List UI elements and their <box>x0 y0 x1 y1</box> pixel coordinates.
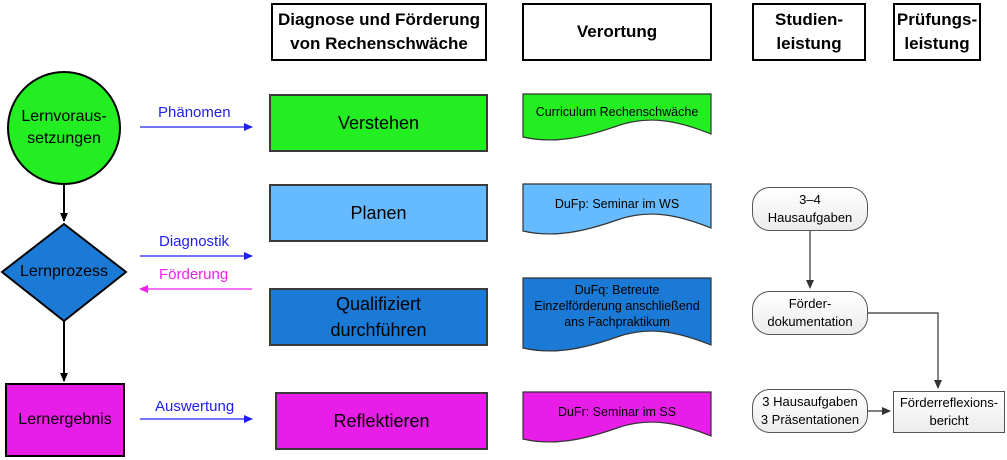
step-planen: Planen <box>269 184 488 242</box>
header-diagnose-line1: Diagnose und Förderung <box>277 10 481 29</box>
header-diagnose-line2: von Rechenschwäche <box>290 34 468 53</box>
lernvoraussetzungen-label: Lernvoraus- setzungen <box>8 96 120 160</box>
studien-foerderdokumentation: Förder- dokumentation <box>752 291 868 335</box>
doc-dufq-line2: Einzelförderung anschließend <box>534 299 700 313</box>
header-studien-line1: Studien- <box>775 10 843 29</box>
studien-hausaufgaben: 3–4 Hausaufgaben <box>752 187 868 231</box>
doc-dufq-line1: DuFq: Betreute <box>574 283 660 297</box>
step-verstehen-label: Verstehen <box>337 113 420 133</box>
step-qualifiziert-line1: Qualifiziert <box>335 294 421 314</box>
doku-line2: dokumentation <box>767 314 853 329</box>
hausaufgaben-line2: Hausaufgaben <box>767 210 853 225</box>
doc-curriculum-label: Curriculum Rechenschwäche <box>535 105 699 119</box>
step-planen-label: Planen <box>350 203 407 223</box>
hausaufgaben-line1: 3–4 <box>799 192 821 207</box>
step-reflektieren: Reflektieren <box>275 392 488 450</box>
header-studien-line2: leistung <box>776 34 842 53</box>
circle-line2: setzungen <box>27 130 101 147</box>
step-qualifiziert-line2: durchführen <box>330 320 427 340</box>
lernergebnis-label: Lernergebnis <box>18 411 112 428</box>
header-pruefungsleistung: Prüfungs- leistung <box>893 3 981 61</box>
connector-doku-bericht <box>868 312 942 389</box>
auswertung-label: Auswertung <box>155 398 235 415</box>
header-verortung: Verortung <box>522 3 712 61</box>
step-verstehen: Verstehen <box>269 94 488 152</box>
doc-dufr-label: DuFr: Seminar im SS <box>557 405 677 419</box>
studien-hausaufgaben-praesentationen: 3 Hausaufgaben 3 Präsentationen <box>752 389 868 433</box>
doku-line1: Förder- <box>788 296 832 311</box>
header-diagnose: Diagnose und Förderung von Rechenschwäch… <box>271 3 487 61</box>
doc-dufq-line3: ans Fachpraktikum <box>564 315 670 329</box>
bericht-line1: Förderreflexions- <box>899 395 999 410</box>
hp-line1: 3 Hausaufgaben <box>762 394 858 409</box>
doc-dufr <box>522 391 712 443</box>
doc-dufp <box>522 183 712 235</box>
doc-dufp-label: DuFp: Seminar im WS <box>554 197 680 211</box>
circle-line1: Lernvoraus- <box>21 108 107 125</box>
pruefung-foerderreflexionsbericht: Förderreflexions- bericht <box>893 391 1005 433</box>
bericht-line2: bericht <box>929 413 969 428</box>
diagnostik-label: Diagnostik <box>159 233 230 250</box>
foerderung-label: Förderung <box>159 266 229 283</box>
doc-dufq-label: DuFq: Betreute Einzelförderung anschließ… <box>523 282 711 330</box>
step-qualifiziert: Qualifiziert durchführen <box>269 288 488 346</box>
header-pruefungs-line1: Prüfungs- <box>896 10 978 29</box>
step-reflektieren-label: Reflektieren <box>333 411 430 431</box>
phaenomen-label: Phänomen <box>158 104 231 121</box>
header-verortung-label: Verortung <box>576 22 658 41</box>
hp-line2: 3 Präsentationen <box>760 412 860 427</box>
lernprozess-label: Lernprozess <box>19 263 109 280</box>
doc-dufq <box>522 277 712 352</box>
doc-curriculum <box>522 93 712 141</box>
header-pruefungs-line2: leistung <box>904 34 970 53</box>
lernergebnis-box <box>5 383 125 457</box>
header-studienleistung: Studien- leistung <box>752 3 866 61</box>
